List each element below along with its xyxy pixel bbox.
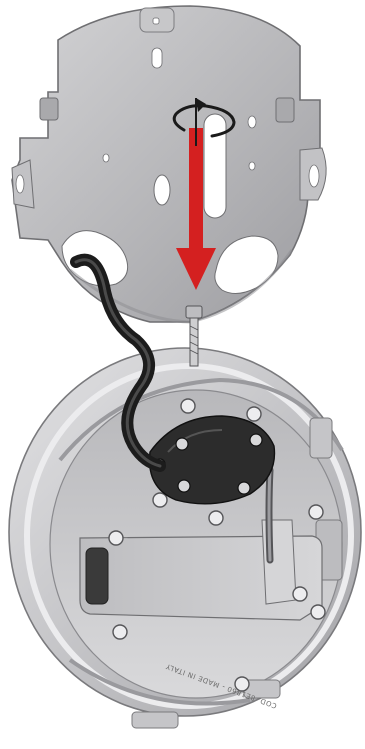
mounting-bracket [12,6,326,322]
